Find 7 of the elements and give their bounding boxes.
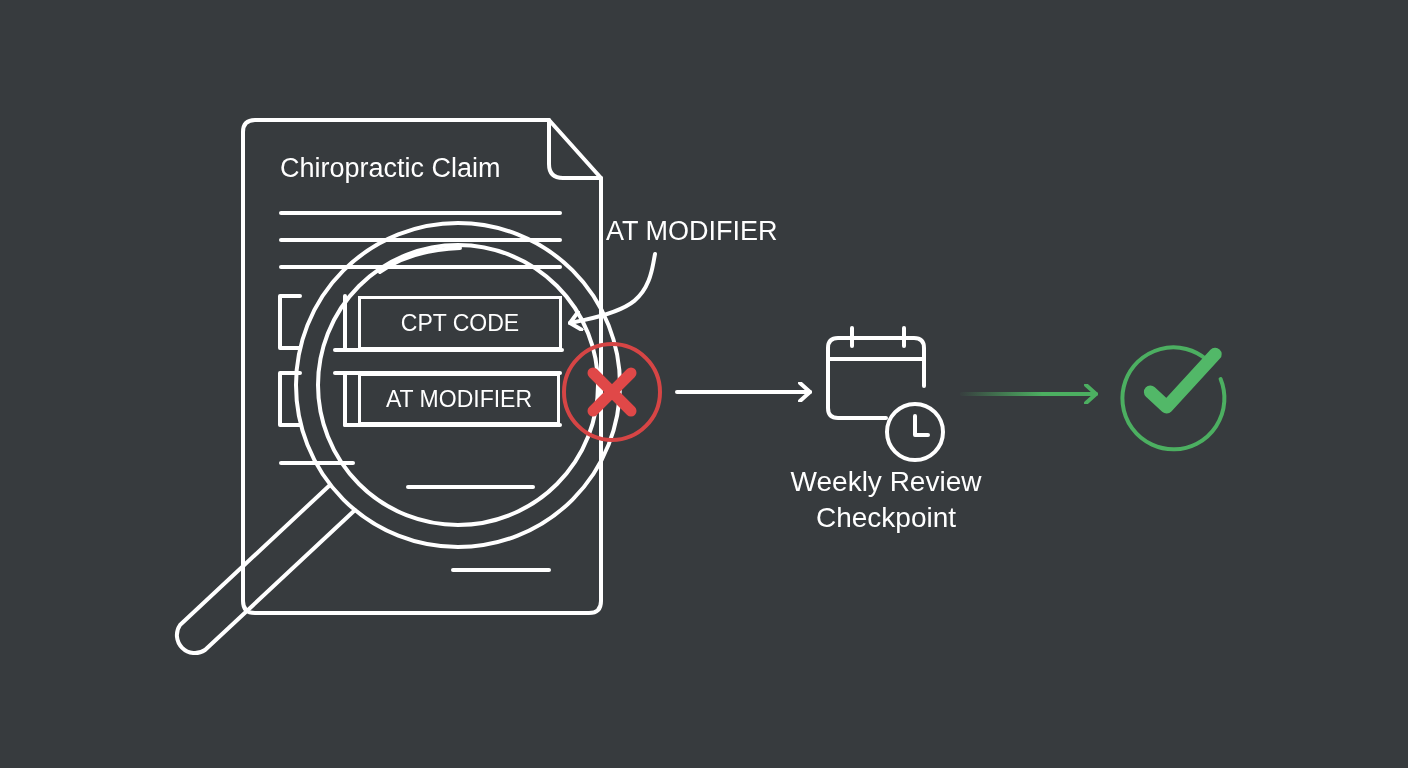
field-box — [358, 296, 562, 350]
step-label: Weekly Review Checkpoint — [789, 465, 983, 535]
field-label: CPT CODE — [400, 309, 520, 337]
callout-label: AT MODIFIER — [606, 216, 778, 247]
document-title: Chiropractic Claim — [280, 153, 501, 184]
field-label: AT MODIFIER — [385, 385, 533, 413]
field-box — [358, 373, 560, 425]
